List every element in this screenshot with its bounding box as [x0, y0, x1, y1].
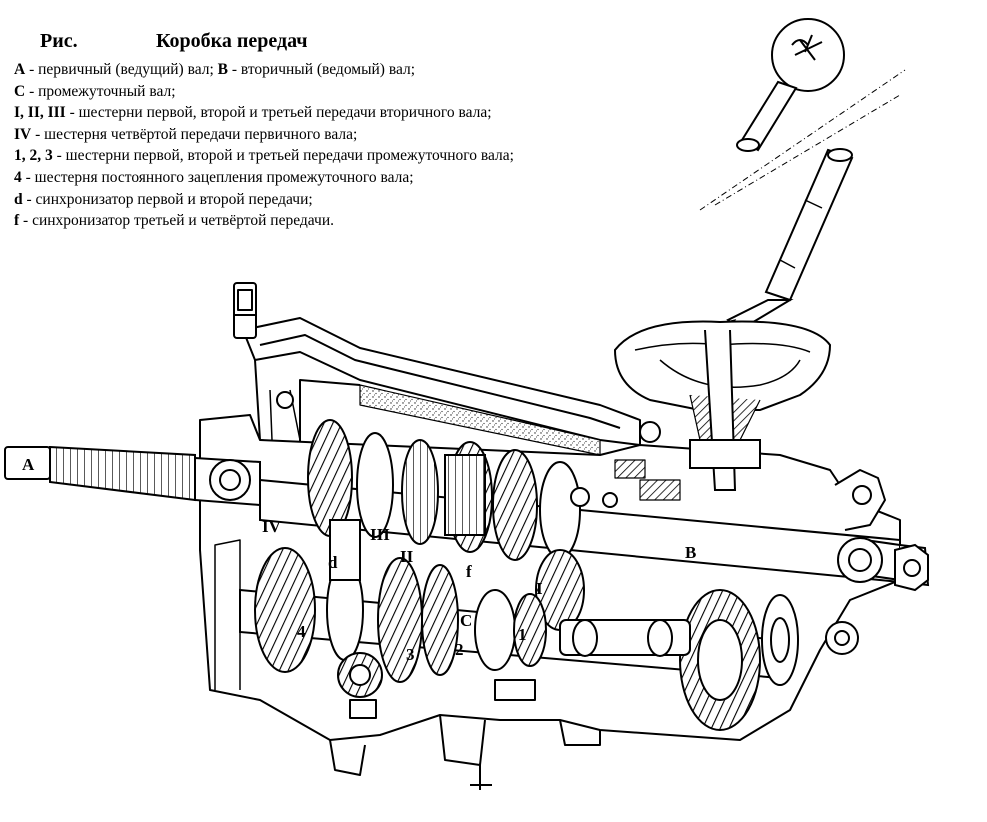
label-gear-3: 3: [406, 645, 415, 664]
figure-caption: Рис. Коробка передач A - первичный (веду…: [14, 30, 734, 232]
legend-item: IV - шестерня четвёртой передачи первичн…: [14, 124, 734, 146]
legend-key: IV: [14, 125, 32, 143]
legend-item: 1, 2, 3 - шестерни первой, второй и трет…: [14, 145, 734, 167]
label-IV: IV: [262, 517, 282, 536]
label-f: f: [466, 562, 472, 581]
legend-text: - шестерни первой, второй и третьей пере…: [65, 104, 492, 122]
label-II: II: [400, 547, 414, 566]
legend-key: 4: [14, 168, 22, 186]
legend-text: - шестерни первой, второй и третьей пере…: [52, 147, 514, 165]
legend-text: - шестерня постоянного зацепления промеж…: [21, 168, 414, 186]
label-gear-4: 4: [297, 622, 306, 641]
label-A: A: [22, 455, 35, 474]
legend-item: C - промежуточный вал;: [14, 81, 734, 103]
legend-key: I, II, III: [14, 104, 66, 122]
legend-item: I, II, III - шестерни первой, второй и т…: [14, 102, 734, 124]
label-gear-2: 2: [455, 640, 464, 659]
label-d: d: [328, 553, 338, 572]
legend-key: A: [14, 61, 26, 78]
legend-list: A - первичный (ведущий) вал; B - вторичн…: [14, 59, 734, 232]
legend-item: d - синхронизатор первой и второй переда…: [14, 189, 734, 211]
countershaft-gears: [254, 547, 547, 683]
legend-item: 4 - шестерня постоянного зацепления пром…: [14, 167, 734, 189]
shift-knob: [771, 18, 845, 92]
legend-key: f: [14, 212, 20, 230]
legend-text: - первичный (ведущий) вал;: [25, 61, 214, 78]
gear-train: [4, 419, 930, 731]
label-gear-1: 1: [518, 625, 527, 644]
label-III: III: [370, 525, 390, 544]
gear-lever: [613, 18, 906, 491]
figure-title-text: Коробка передач: [156, 30, 308, 52]
label-B: B: [685, 543, 696, 562]
label-C: C: [460, 611, 472, 630]
legend-key: d: [14, 190, 23, 208]
legend-text: - вторичный (ведомый) вал;: [227, 61, 415, 78]
label-I: I: [536, 579, 543, 598]
legend-text: - шестерня четвёртой передачи первичного…: [31, 125, 358, 143]
part-labels: A B C I II III IV 1 2 3 4 d f: [22, 455, 696, 664]
legend-key: 1, 2, 3: [14, 147, 53, 165]
figure-prefix: Рис.: [40, 30, 78, 52]
legend-text: - синхронизатор первой и второй передачи…: [22, 190, 313, 208]
legend-key: B: [217, 61, 228, 78]
figure-title: Рис. Коробка передач: [40, 30, 734, 53]
legend-item: f - синхронизатор третьей и четвёртой пе…: [14, 210, 734, 232]
legend-key: C: [14, 82, 26, 100]
legend-text: - синхронизатор третьей и четвёртой пере…: [19, 212, 334, 230]
legend-item: A - первичный (ведущий) вал; B - вторичн…: [14, 59, 734, 81]
legend-text: - промежуточный вал;: [25, 82, 176, 100]
